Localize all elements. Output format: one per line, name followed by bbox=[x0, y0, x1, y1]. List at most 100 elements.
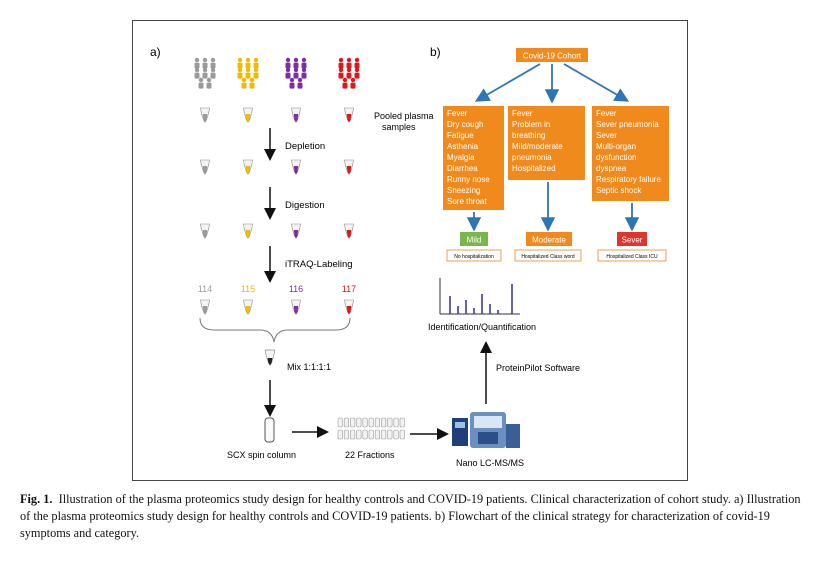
category-moderate-box bbox=[526, 232, 572, 246]
tube-2-2 bbox=[243, 159, 253, 175]
fraction-tube bbox=[350, 429, 356, 440]
fraction-tube bbox=[399, 429, 405, 440]
branch-arrow-3 bbox=[563, 63, 630, 102]
itraq-tag-4: 117 bbox=[342, 284, 356, 294]
fraction-tube bbox=[337, 429, 343, 440]
fraction-tube bbox=[343, 429, 350, 440]
symptom-1-4: Asthenia bbox=[447, 142, 479, 151]
spectrum-icon bbox=[439, 278, 520, 315]
symptom-2-4: Mild/moderate bbox=[512, 142, 563, 151]
pooled-label-line1: Pooled plasma bbox=[374, 111, 434, 121]
symptom-3-4: Multi-organ bbox=[596, 142, 636, 151]
symptom-2-2: Problem in bbox=[512, 120, 550, 129]
fraction-tube bbox=[356, 417, 362, 428]
scx-label: SCX spin column bbox=[227, 450, 296, 460]
symptom-3-1: Fever bbox=[596, 109, 617, 118]
fraction-tube bbox=[393, 417, 399, 428]
crowd-icon-4 bbox=[339, 58, 360, 89]
fraction-tube bbox=[356, 429, 362, 440]
tube-1-2 bbox=[243, 107, 253, 123]
symptom-box-sever bbox=[592, 106, 669, 201]
symptom-1-1: Fever bbox=[447, 109, 468, 118]
itraq-tag-2: 115 bbox=[241, 284, 255, 294]
mixed-tube bbox=[264, 349, 276, 366]
fraction-tube bbox=[387, 429, 393, 440]
spectrum-peaks bbox=[449, 284, 513, 314]
fraction-tube bbox=[337, 417, 343, 428]
symptom-1-7: Runny nose bbox=[447, 175, 490, 184]
tube-3-2 bbox=[243, 223, 253, 239]
software-label: ProteinPilot Software bbox=[496, 363, 580, 373]
symptom-2-5: pneumonia bbox=[512, 153, 552, 162]
crowd-icon-2 bbox=[238, 58, 259, 89]
branch-arrow-1 bbox=[474, 63, 541, 102]
category-mild-box bbox=[460, 232, 488, 246]
note-mild-box bbox=[446, 249, 502, 262]
tube-4-2 bbox=[243, 299, 253, 315]
symptom-3-8: Septic shock bbox=[596, 186, 642, 195]
step-digestion: Digestion bbox=[285, 200, 325, 211]
panel-a-label: a) bbox=[150, 45, 161, 59]
tube-1-1 bbox=[200, 107, 210, 123]
symptom-3-7: Respiratory failure bbox=[596, 175, 661, 184]
symptom-3-3: Sever bbox=[596, 131, 617, 140]
pooled-label-line2: samples bbox=[382, 122, 416, 132]
tube-2-3 bbox=[291, 159, 301, 175]
tube-1-3 bbox=[291, 107, 301, 123]
figure-canvas: a) 114 115 116 117 Depletion Digestion iTRA… bbox=[150, 45, 669, 468]
crowd-icon-1 bbox=[195, 58, 216, 89]
note-moderate-box bbox=[514, 249, 582, 262]
symptom-3-5: dysfunction bbox=[596, 153, 636, 162]
lcms-label: Nano LC-MS/MS bbox=[456, 458, 524, 468]
mix-label: Mix 1:1:1:1 bbox=[287, 362, 331, 372]
category-sever: Sever bbox=[622, 236, 643, 245]
crowd-icon-3 bbox=[286, 58, 307, 89]
root-box bbox=[516, 48, 588, 62]
fraction-tube bbox=[350, 417, 356, 428]
symptom-1-9: Sore throat bbox=[447, 197, 487, 206]
caption-fig-label: Fig. 1. bbox=[20, 492, 53, 506]
itraq-tag-1: 114 bbox=[198, 284, 212, 294]
panel-b-label: b) bbox=[430, 45, 441, 59]
fraction-tube bbox=[393, 429, 399, 440]
sample-groups: 114 115 116 117 bbox=[195, 58, 360, 315]
tube-2-1 bbox=[200, 159, 210, 175]
symptom-2-6: Hospitalized bbox=[512, 164, 556, 173]
fractions-label: 22 Fractions bbox=[345, 450, 395, 460]
fraction-tube bbox=[374, 417, 381, 428]
symptom-box-mild bbox=[443, 106, 504, 210]
tube-4-3 bbox=[291, 299, 301, 315]
tube-4-1 bbox=[200, 299, 210, 315]
fraction-tube bbox=[381, 417, 387, 428]
symptom-1-2: Dry cough bbox=[447, 120, 483, 129]
fraction-tube bbox=[368, 417, 374, 428]
tube-3-4 bbox=[344, 223, 354, 239]
pool-brace bbox=[199, 317, 351, 343]
scx-column-icon bbox=[264, 417, 275, 443]
category-mild: Mild bbox=[467, 236, 482, 245]
fraction-tubes bbox=[337, 417, 405, 440]
symptom-2-3: breathing bbox=[512, 131, 545, 140]
symptom-1-8: Sneezing bbox=[447, 186, 480, 195]
figure-frame bbox=[132, 20, 688, 481]
itraq-tag-3: 116 bbox=[289, 284, 303, 294]
symptom-box-moderate bbox=[508, 106, 585, 180]
symptom-1-5: Myalgia bbox=[447, 153, 475, 162]
tube-3-1 bbox=[200, 223, 210, 239]
symptom-1-3: Fatigue bbox=[447, 131, 474, 140]
step-itraq-labeling: iTRAQ-Labeling bbox=[285, 259, 353, 270]
fraction-tube bbox=[362, 417, 368, 428]
note-sever: Hospitalized Class ICU bbox=[606, 254, 658, 260]
note-moderate: Hospitalized Class word bbox=[521, 254, 575, 260]
quant-label: Identification/Quantification bbox=[428, 322, 536, 332]
fraction-tube bbox=[343, 417, 350, 428]
fraction-tube bbox=[399, 417, 405, 428]
note-mild: No hospitalization bbox=[454, 254, 494, 260]
symptom-1-6: Diarrhea bbox=[447, 164, 478, 173]
symptom-3-2: Sever pneumonia bbox=[596, 120, 659, 129]
tube-3-3 bbox=[291, 223, 301, 239]
step-depletion: Depletion bbox=[285, 141, 325, 152]
symptom-3-6: dyspnea bbox=[596, 164, 627, 173]
fraction-tube bbox=[381, 429, 387, 440]
fraction-tube bbox=[362, 429, 368, 440]
